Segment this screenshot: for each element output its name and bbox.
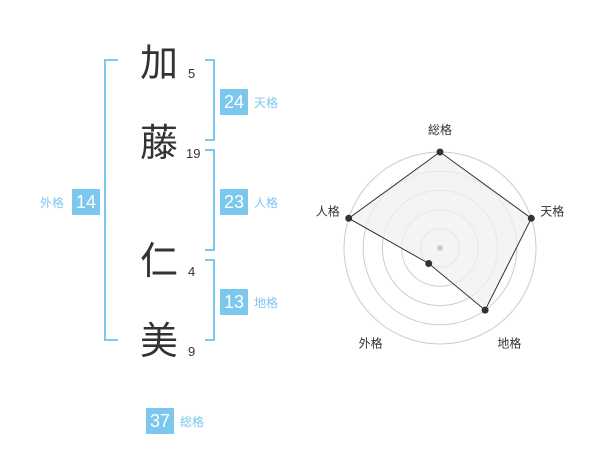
tenkaku-badge: 24 天格: [220, 89, 278, 115]
tenkaku-bracket: [205, 59, 215, 141]
tenkaku-value: 24: [224, 92, 244, 112]
radar-point-3: [481, 306, 489, 314]
name-char-1: 加: [140, 41, 178, 85]
stroke-count-4: 9: [188, 344, 195, 359]
radar-axis-label-3: 地格: [497, 336, 521, 351]
radar-axis-label-5: 人格: [316, 204, 340, 219]
radar-point-5: [345, 214, 353, 222]
chikaku-label: 地格: [254, 295, 278, 310]
gaikaku-badge: 外格 14: [40, 189, 100, 215]
soukaku-label: 総格: [180, 414, 204, 429]
jinkaku-badge: 23 人格: [220, 189, 278, 215]
stroke-count-2: 19: [186, 146, 200, 161]
name-char-4: 美: [140, 319, 178, 363]
radar-area: [347, 151, 532, 311]
gaikaku-value: 14: [76, 192, 96, 212]
name-column: 加 5 藤 19 仁 4 美 9: [140, 41, 200, 363]
radar-axis-label-4: 外格: [359, 336, 383, 351]
gaikaku-bracket: [104, 59, 118, 341]
soukaku-value: 37: [150, 411, 170, 431]
brackets: [104, 59, 215, 341]
radar-axis-label-2: 天格: [540, 204, 564, 219]
gaikaku-box: [72, 189, 100, 215]
radar-point-1: [436, 148, 444, 156]
radar-point-2: [527, 214, 535, 222]
chikaku-box: [220, 289, 248, 315]
soukaku-badge: 37 総格: [146, 408, 204, 434]
radar-point-4: [425, 260, 433, 267]
radar-axis-label-1: 総格: [428, 122, 452, 137]
chikaku-bracket: [205, 259, 215, 341]
radar-center-dot: [437, 245, 443, 251]
jinkaku-box: [220, 189, 248, 215]
gaikaku-label: 外格: [40, 195, 64, 210]
stroke-count-3: 4: [188, 264, 195, 279]
chikaku-value: 13: [224, 292, 244, 312]
name-char-2: 藤: [140, 121, 178, 165]
tenkaku-box: [220, 89, 248, 115]
stroke-count-1: 5: [188, 66, 195, 81]
jinkaku-bracket: [205, 149, 215, 251]
tenkaku-label: 天格: [254, 95, 278, 110]
soukaku-box: [146, 408, 174, 434]
jinkaku-value: 23: [224, 192, 244, 212]
jinkaku-label: 人格: [254, 195, 278, 210]
chikaku-badge: 13 地格: [220, 289, 278, 315]
name-char-3: 仁: [140, 239, 178, 283]
